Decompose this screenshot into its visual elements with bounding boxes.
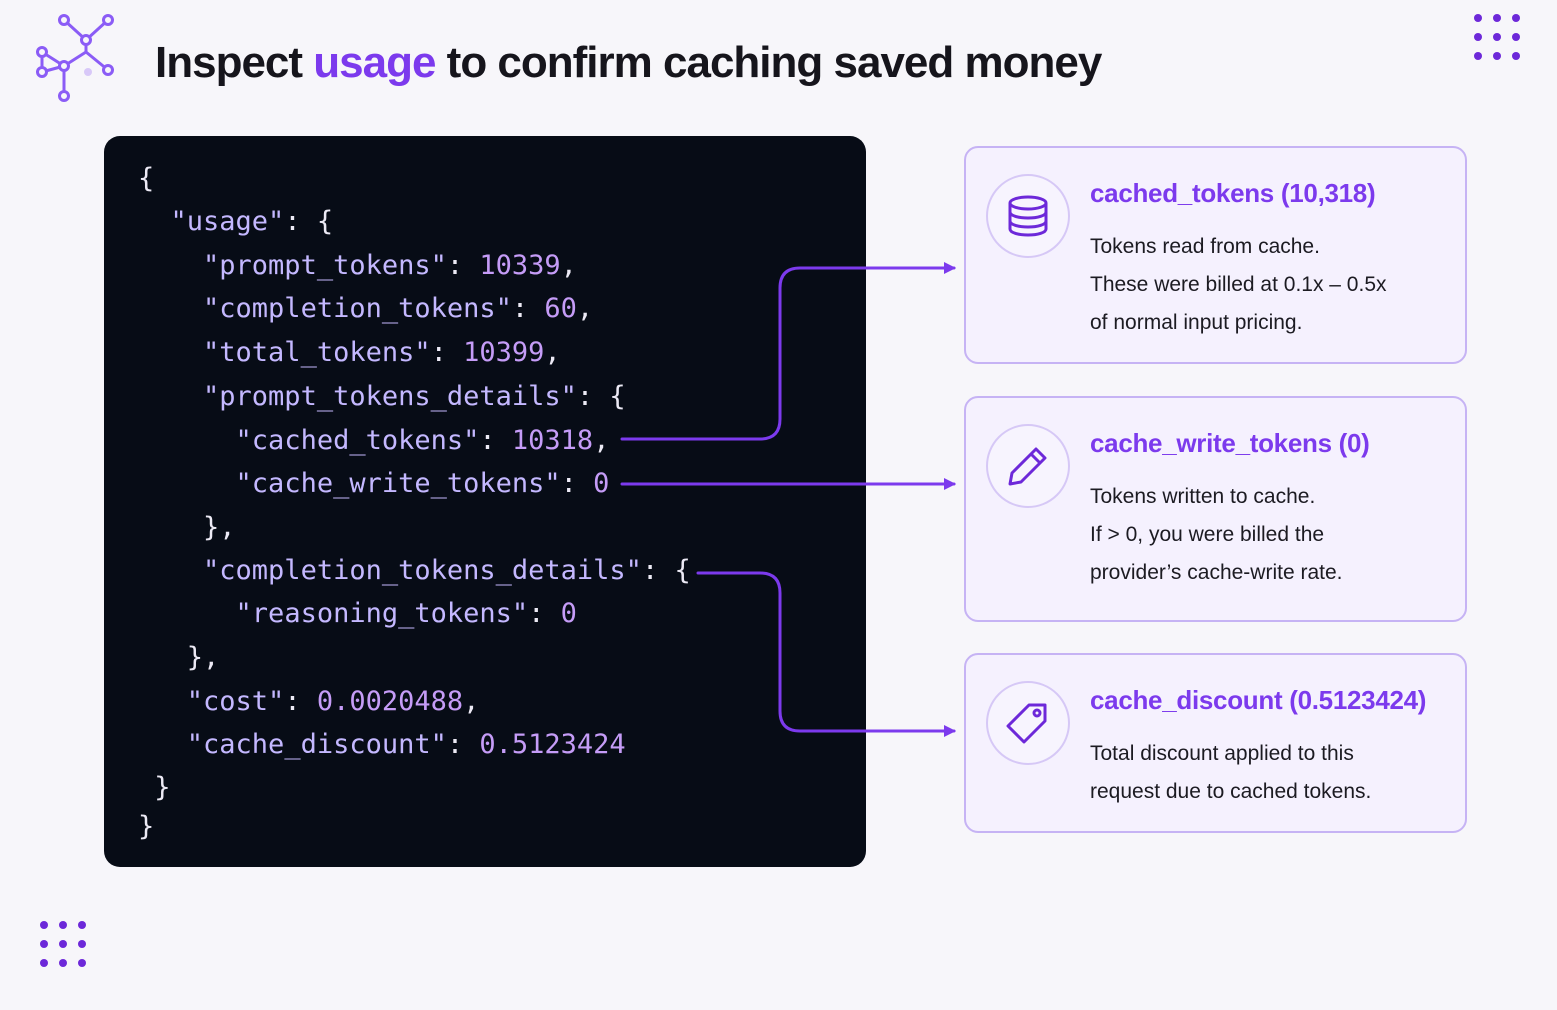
json-punct: : (284, 686, 317, 717)
card-title: cache_write_tokens (0) (1090, 428, 1370, 458)
code-line: "prompt_tokens_details": { (138, 380, 626, 414)
json-punct: : (446, 729, 480, 760)
title-prefix: Inspect (155, 38, 314, 87)
code-line: } (138, 810, 154, 844)
code-line: }, (138, 641, 220, 675)
code-line: "reasoning_tokens": 0 (138, 597, 577, 631)
card-desc-line: Total discount applied to this (1090, 742, 1354, 765)
json-punct: }, (138, 512, 236, 543)
card-description: Tokens read from cache. These were bille… (1090, 228, 1450, 342)
json-key: "completion_tokens" (203, 293, 512, 324)
json-key: "reasoning_tokens" (235, 598, 529, 629)
json-punct: { (138, 163, 155, 194)
card-desc-line: Tokens written to cache. (1090, 485, 1316, 508)
title-highlight: usage (313, 38, 436, 87)
pencil-icon (986, 424, 1070, 508)
json-key: "usage" (170, 206, 285, 237)
json-punct (138, 381, 203, 412)
card-cache-write-tokens: cache_write_tokens (0) Tokens written to… (964, 396, 1467, 622)
title-suffix: to confirm caching saved money (435, 38, 1103, 87)
json-key: "prompt_tokens_details" (203, 381, 577, 412)
database-icon (986, 174, 1070, 258)
json-value: 10339 (479, 250, 561, 281)
code-line: "cache_write_tokens": 0 (138, 467, 610, 501)
card-desc-line: provider’s cache-write rate. (1090, 561, 1343, 584)
code-line: "cost": 0.0020488, (138, 685, 480, 719)
code-line: "completion_tokens_details": { (138, 554, 691, 588)
json-punct (138, 555, 203, 586)
json-punct: , (560, 250, 577, 281)
json-key: "total_tokens" (203, 337, 431, 368)
json-value: 60 (544, 293, 577, 324)
json-punct: , (576, 293, 594, 324)
card-desc-line: of normal input pricing. (1090, 311, 1303, 334)
code-line: "total_tokens": 10399, (138, 336, 561, 370)
card-desc-line: These were billed at 0.1x – 0.5x (1090, 273, 1387, 296)
network-logo-icon (36, 14, 114, 102)
card-cached-tokens: cached_tokens (10,318) Tokens read from … (964, 146, 1467, 364)
json-punct: : { (641, 555, 691, 586)
json-punct: : (528, 598, 561, 629)
json-punct: , (463, 686, 480, 717)
card-desc-line: request due to cached tokens. (1090, 780, 1372, 803)
json-key: "cost" (186, 686, 285, 717)
code-line: } (138, 771, 171, 805)
code-line: "cached_tokens": 10318, (138, 424, 610, 458)
json-value: 0 (593, 468, 610, 499)
json-key: "cache_write_tokens" (235, 468, 561, 499)
dot-grid-top-right-icon (1474, 14, 1520, 60)
code-line: "prompt_tokens": 10339, (138, 249, 577, 283)
json-punct: : (446, 250, 480, 281)
json-punct (138, 598, 236, 629)
card-cache-discount: cache_discount (0.5123424) Total discoun… (964, 653, 1467, 833)
card-title: cached_tokens (10,318) (1090, 178, 1376, 208)
dot-grid-bottom-left-icon (40, 921, 86, 967)
json-punct: : (511, 293, 545, 324)
json-punct: } (138, 772, 171, 803)
json-punct (138, 425, 236, 456)
json-key: "cache_discount" (186, 729, 447, 760)
json-punct: , (544, 337, 561, 368)
card-description: Tokens written to cache. If > 0, you wer… (1090, 478, 1450, 592)
json-punct: : (430, 337, 464, 368)
json-punct (138, 293, 203, 324)
code-line: "usage": { (138, 205, 334, 239)
json-punct: : { (284, 206, 334, 237)
json-punct: : (479, 425, 512, 456)
json-code-panel: { "usage": { "prompt_tokens": 10339, "co… (104, 136, 866, 867)
json-punct: } (138, 811, 155, 842)
card-desc-line: If > 0, you were billed the (1090, 523, 1325, 546)
json-key: "prompt_tokens" (203, 250, 447, 281)
json-value: 0.5123424 (479, 729, 626, 760)
page-title: Inspect usage to confirm caching saved m… (155, 38, 1103, 88)
tag-icon (986, 681, 1070, 765)
card-description: Total discount applied to this request d… (1090, 735, 1450, 811)
json-punct: , (593, 425, 610, 456)
code-line: { (138, 162, 154, 196)
card-title: cache_discount (0.5123424) (1090, 685, 1427, 715)
json-punct: : { (576, 381, 626, 412)
json-value: 10318 (511, 425, 594, 456)
json-punct: }, (138, 642, 220, 673)
json-punct (138, 337, 203, 368)
card-desc-line: Tokens read from cache. (1090, 235, 1320, 258)
json-punct (138, 686, 187, 717)
json-value: 0 (560, 598, 577, 629)
json-punct (138, 250, 203, 281)
code-line: }, (138, 511, 236, 545)
json-value: 10399 (463, 337, 545, 368)
code-line: "completion_tokens": 60, (138, 292, 593, 326)
json-punct (138, 206, 171, 237)
json-punct: : (560, 468, 594, 499)
json-value: 0.0020488 (316, 686, 464, 717)
json-punct (138, 729, 187, 760)
code-line: "cache_discount": 0.5123424 (138, 728, 626, 762)
json-key: "completion_tokens_details" (203, 555, 642, 586)
json-key: "cached_tokens" (235, 425, 480, 456)
json-punct (138, 468, 236, 499)
